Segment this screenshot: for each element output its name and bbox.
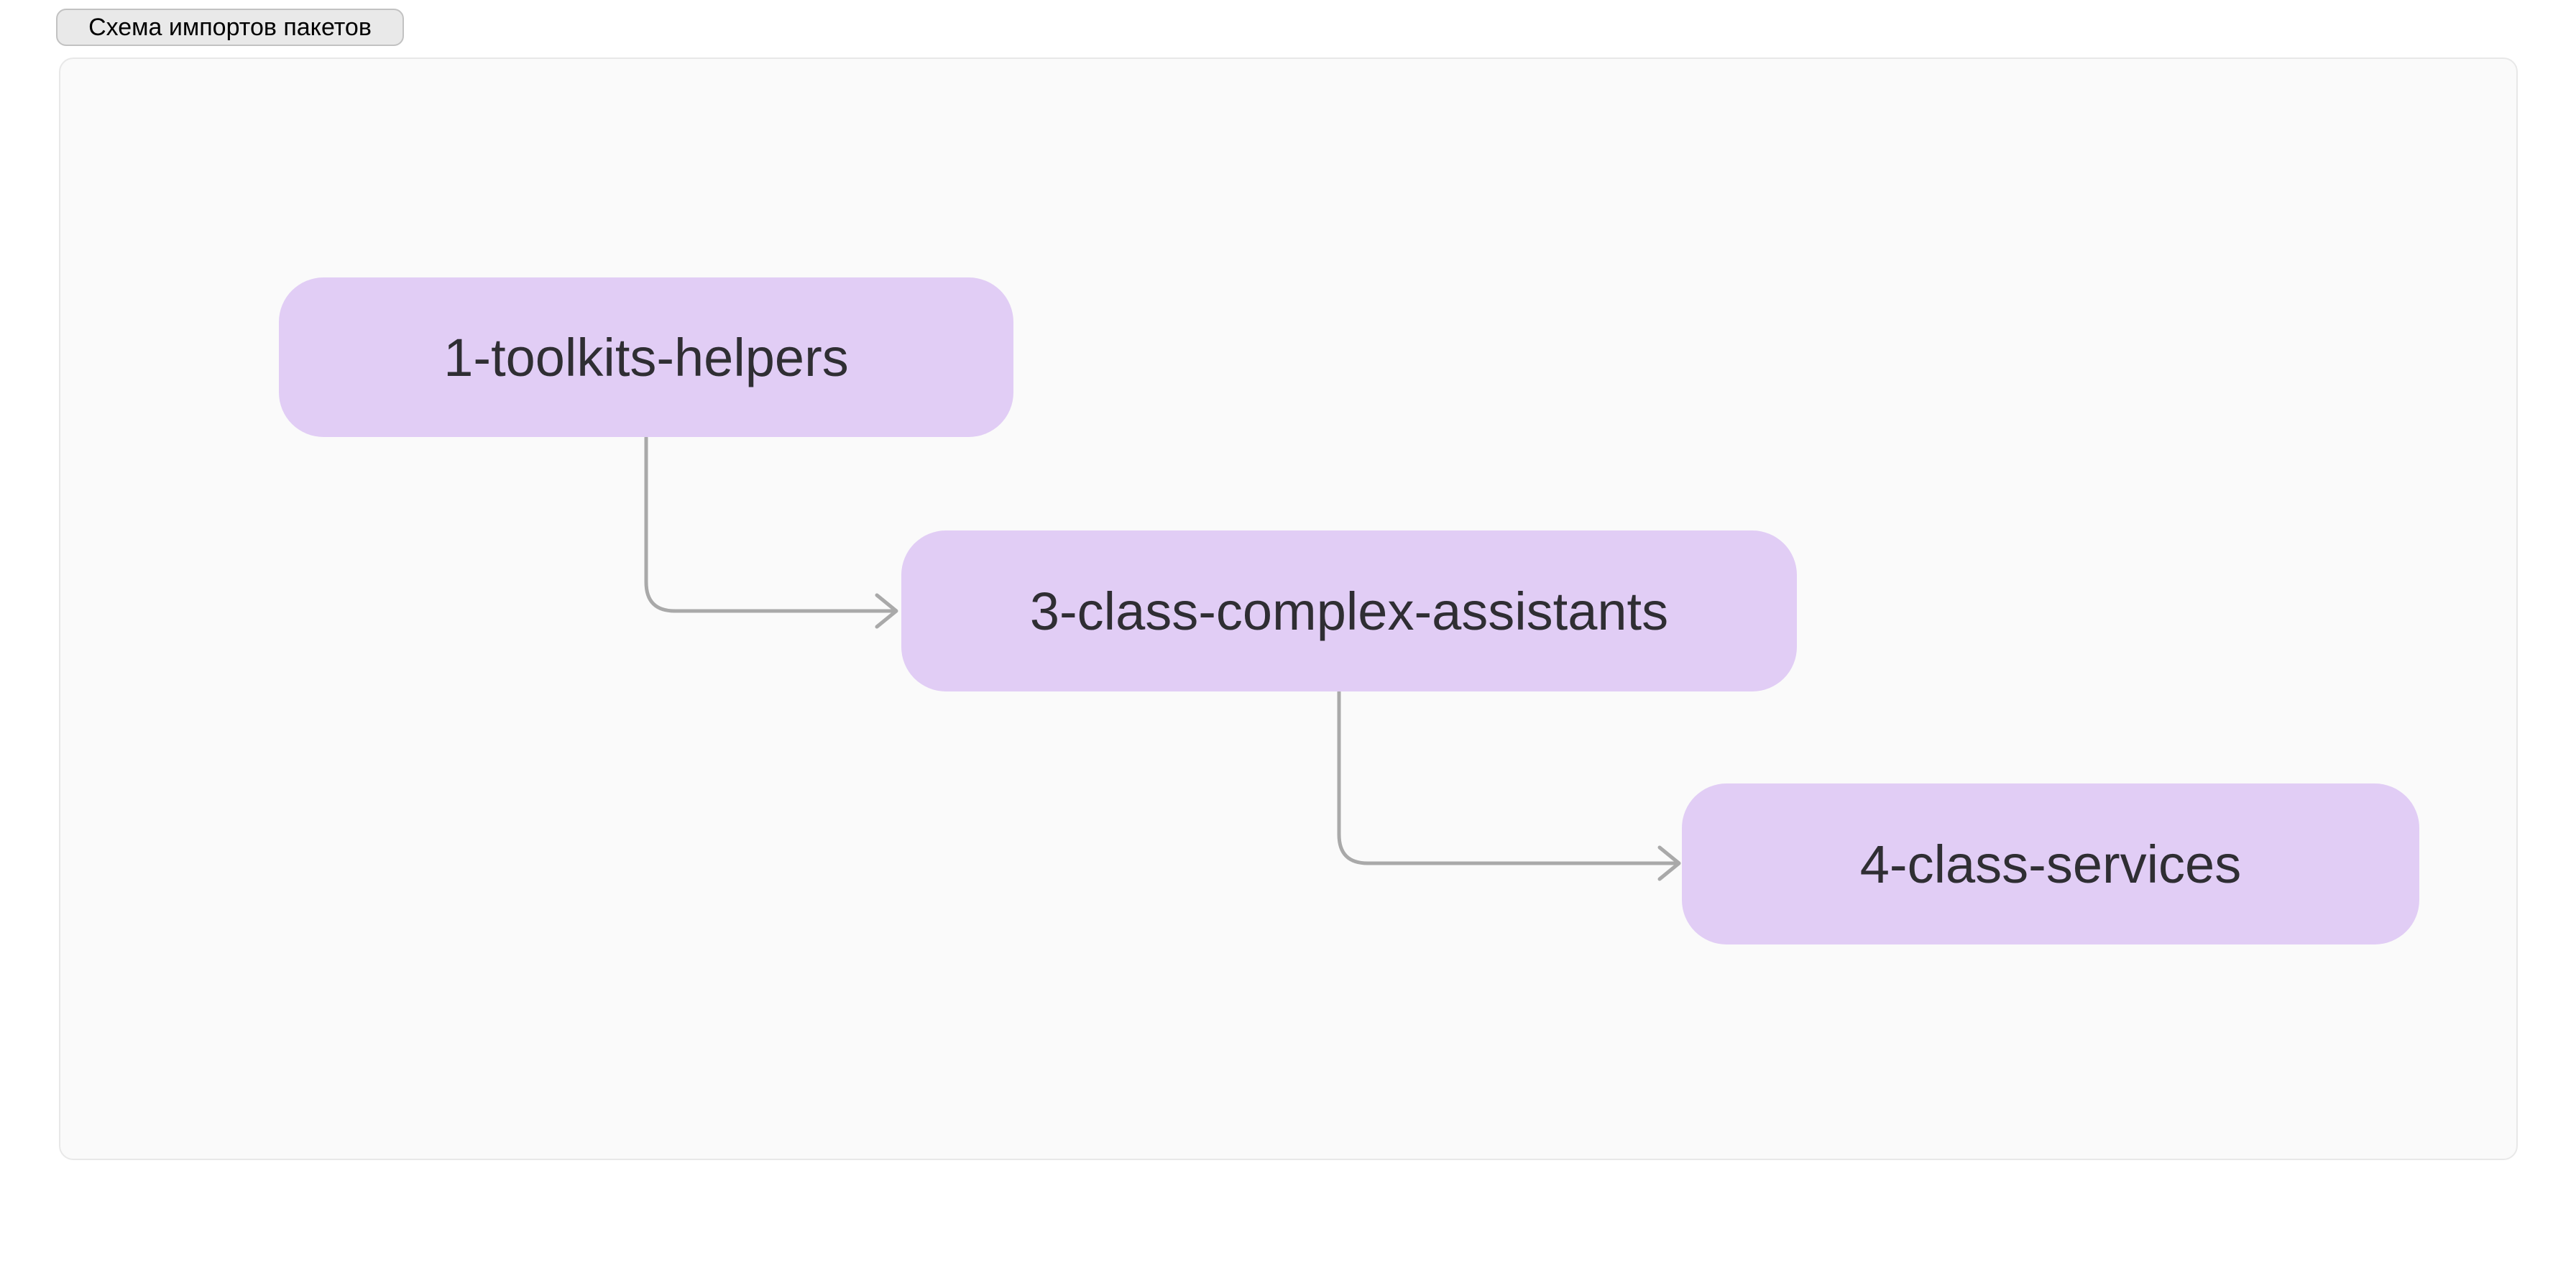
node-label: 1-toolkits-helpers bbox=[443, 327, 849, 387]
node-class-services: 4-class-services bbox=[1682, 783, 2419, 944]
node-class-complex-assistants: 3-class-complex-assistants bbox=[901, 530, 1797, 691]
diagram-canvas: 1-toolkits-helpers 3-class-complex-assis… bbox=[59, 58, 2518, 1160]
scheme-title-button[interactable]: Схема импортов пакетов bbox=[56, 9, 404, 46]
arrowhead-icon bbox=[1657, 845, 1681, 881]
edge-line bbox=[644, 436, 895, 613]
page: { "header": { "title": "Схема импортов п… bbox=[56, 9, 2518, 1160]
edge-complex-assistants-to-services bbox=[1337, 690, 1681, 881]
edge-line bbox=[1337, 690, 1678, 865]
node-label: 4-class-services bbox=[1859, 834, 2242, 894]
node-label: 3-class-complex-assistants bbox=[1029, 581, 1669, 641]
arrowhead-icon bbox=[875, 593, 898, 629]
edge-toolkits-to-complex-assistants bbox=[644, 436, 898, 629]
node-toolkits-helpers: 1-toolkits-helpers bbox=[279, 277, 1013, 437]
